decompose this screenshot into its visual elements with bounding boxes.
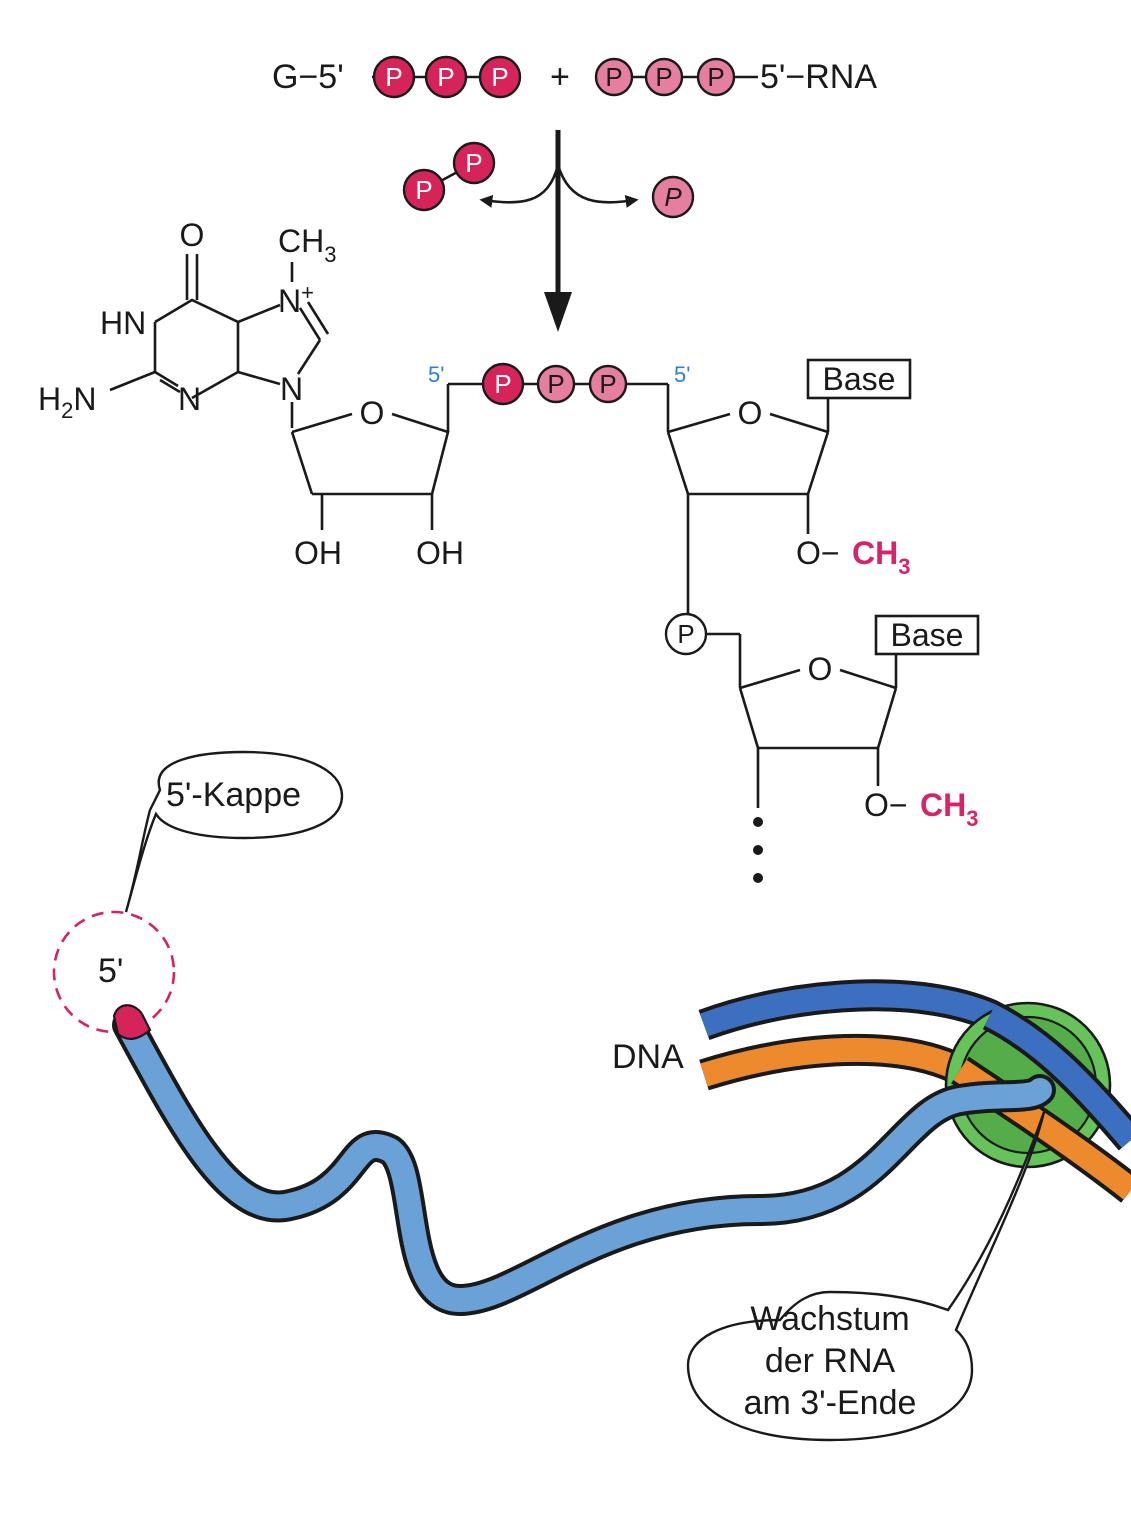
five-prime-left: 5' bbox=[428, 362, 444, 387]
rna-phosphate-3: P bbox=[696, 57, 736, 97]
rna-strand bbox=[112, 1004, 1056, 1317]
n7-positive: N+ bbox=[278, 280, 314, 319]
hydroxyl-left: OH bbox=[294, 535, 342, 571]
phosphate-byproduct: P bbox=[651, 175, 695, 219]
hydroxyl-right: OH bbox=[416, 535, 464, 571]
cap-callout: 5'-Kappe 5' bbox=[52, 750, 344, 1034]
triphosphate-bridge: 5' P P P 5' bbox=[428, 362, 690, 406]
ring-oxygen: O bbox=[360, 395, 385, 431]
rna-phosphate-2: P bbox=[644, 57, 684, 97]
methyl-1: CH3 bbox=[852, 535, 910, 579]
rna-phosphate-1: P bbox=[594, 57, 634, 97]
plus-sign: + bbox=[550, 58, 570, 96]
five-prime-end-label: 5' bbox=[98, 952, 123, 990]
svg-text:P: P bbox=[415, 175, 432, 205]
amino-group: H2N bbox=[38, 381, 96, 423]
five-prime-right: 5' bbox=[674, 362, 690, 387]
n1-hydrogen: HN bbox=[100, 305, 146, 341]
gtp-phosphate-1: P bbox=[372, 55, 416, 99]
ring-oxygen-2: O bbox=[808, 651, 833, 687]
n3-atom: N bbox=[178, 381, 201, 417]
svg-text:P: P bbox=[491, 62, 508, 92]
reaction-equation: G−5' P P P + P P P 5'−RNA bbox=[272, 55, 877, 99]
dna-label: DNA bbox=[612, 1038, 684, 1076]
reaction-arrow bbox=[479, 130, 639, 332]
svg-text:P: P bbox=[599, 369, 616, 399]
svg-text:P: P bbox=[707, 62, 724, 92]
svg-text:P: P bbox=[655, 62, 672, 92]
svg-text:P: P bbox=[437, 62, 454, 92]
o-methyl-2: O− bbox=[864, 787, 908, 823]
first-nucleotide: O Base O− CH3 bbox=[666, 358, 912, 616]
growth-line-1: Wachstum bbox=[750, 1300, 909, 1338]
gtp-phosphate-3: P bbox=[478, 55, 522, 99]
carbonyl-oxygen: O bbox=[180, 217, 205, 253]
svg-text:P: P bbox=[465, 148, 482, 178]
growth-line-3: am 3'-Ende bbox=[744, 1384, 917, 1422]
pyrophosphate-byproduct: P P bbox=[402, 141, 496, 212]
gtp-prefix: G−5' bbox=[272, 58, 344, 96]
gtp-phosphate-2: P bbox=[424, 55, 468, 99]
methyl-2: CH3 bbox=[920, 787, 978, 831]
base-box-2: Base bbox=[891, 617, 964, 653]
n9-atom: N bbox=[280, 371, 303, 407]
rna-suffix: 5'−RNA bbox=[760, 58, 877, 96]
cap-bubble-label: 5'-Kappe bbox=[166, 776, 301, 814]
o-methyl-1: O− bbox=[796, 535, 840, 571]
svg-text:P: P bbox=[664, 182, 682, 212]
phosphodiester-p: P bbox=[677, 619, 694, 649]
svg-text:P: P bbox=[547, 369, 564, 399]
svg-text:P: P bbox=[605, 62, 622, 92]
n-methyl: CH3 bbox=[278, 223, 336, 267]
growth-line-2: der RNA bbox=[765, 1342, 896, 1380]
methylguanine-structure: O CH3 N+ HN H2N N N bbox=[38, 217, 336, 428]
svg-text:P: P bbox=[494, 369, 511, 399]
base-box-1: Base bbox=[823, 361, 896, 397]
growth-callout: Wachstum der RNA am 3'-Ende bbox=[686, 1111, 1046, 1442]
cap-ribose: O OH OH bbox=[290, 382, 482, 571]
second-nucleotide: P O Base O− CH3 bbox=[664, 612, 980, 883]
ring-oxygen-1: O bbox=[738, 395, 763, 431]
svg-text:P: P bbox=[385, 62, 402, 92]
